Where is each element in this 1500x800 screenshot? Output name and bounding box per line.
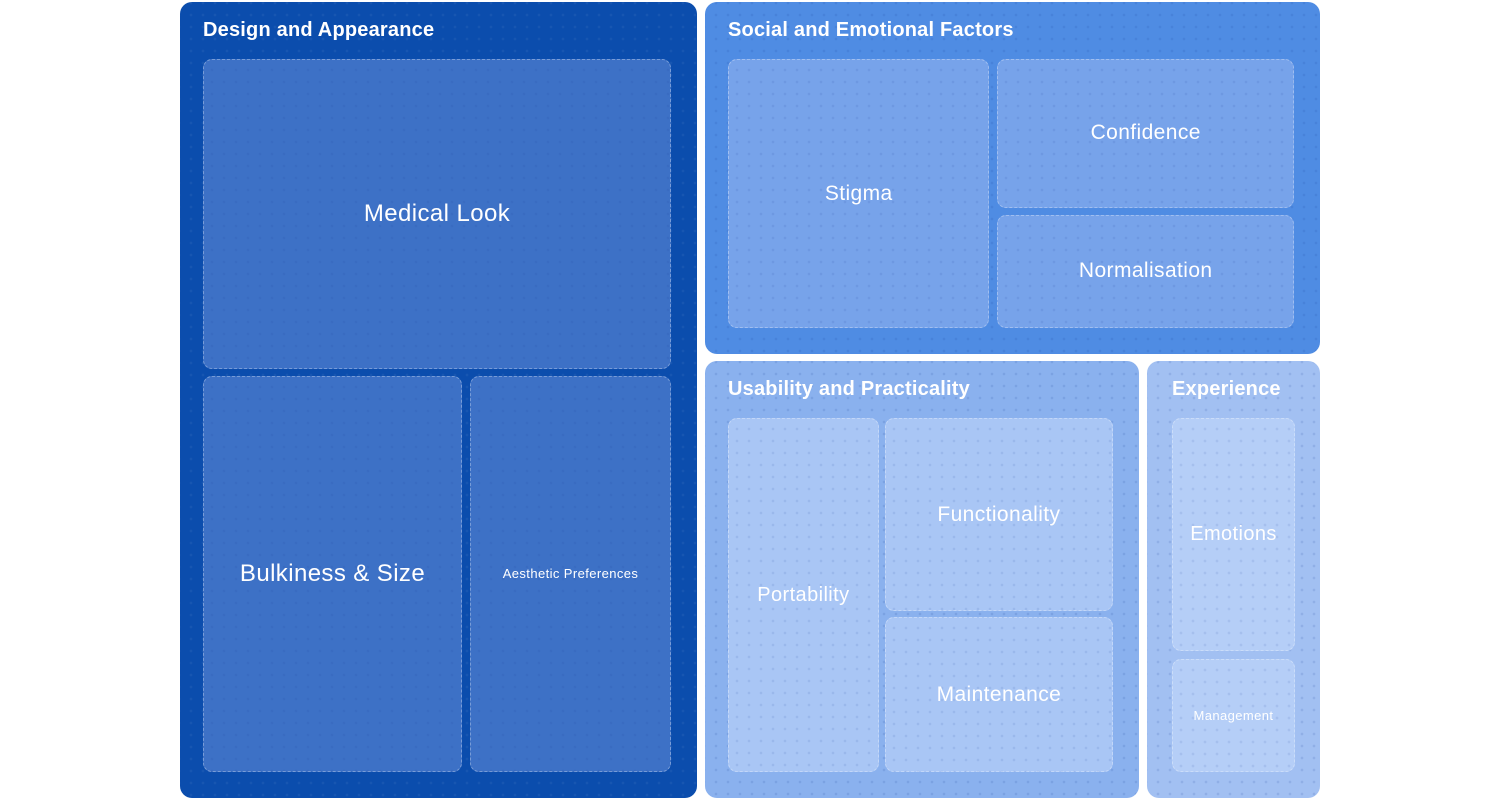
- tile-medical-look[interactable]: Medical Look: [203, 59, 671, 369]
- tile-functionality[interactable]: Functionality: [884, 418, 1113, 612]
- group-content: Medical Look Bulkiness & Size Aesthetic …: [203, 59, 671, 772]
- tile-label: Stigma: [824, 181, 893, 205]
- group-title-usability-and-practicality: Usability and Practicality: [728, 378, 970, 400]
- tile-aesthetic-preferences[interactable]: Aesthetic Preferences: [470, 375, 671, 772]
- tile-maintenance[interactable]: Maintenance: [884, 617, 1113, 772]
- group-content: Portability Functionality Maintenance: [728, 418, 1113, 772]
- treemap-bottom-row: Usability and Practicality Portability F…: [705, 361, 1320, 798]
- group-title-social-and-emotional-factors: Social and Emotional Factors: [728, 19, 1014, 41]
- group-subcolumn: Functionality Maintenance: [884, 418, 1113, 772]
- group-social-and-emotional-factors: Social and Emotional Factors Stigma Conf…: [705, 2, 1320, 354]
- tile-normalisation[interactable]: Normalisation: [997, 214, 1294, 328]
- tile-label: Confidence: [1090, 121, 1201, 145]
- tile-label: Bulkiness & Size: [239, 559, 426, 587]
- tile-label: Normalisation: [1078, 259, 1213, 283]
- group-design-and-appearance: Design and Appearance Medical Look Bulki…: [180, 2, 697, 798]
- group-title-design-and-appearance: Design and Appearance: [203, 19, 435, 41]
- group-subrow: Bulkiness & Size Aesthetic Preferences: [203, 375, 671, 772]
- tile-portability[interactable]: Portability: [728, 418, 879, 772]
- treemap-right-column: Social and Emotional Factors Stigma Conf…: [705, 2, 1320, 798]
- tile-confidence[interactable]: Confidence: [997, 59, 1294, 208]
- tile-label: Management: [1193, 707, 1274, 723]
- tile-management[interactable]: Management: [1172, 658, 1295, 772]
- group-content: Stigma Confidence Normalisation: [728, 59, 1294, 328]
- group-usability-and-practicality: Usability and Practicality Portability F…: [705, 361, 1139, 798]
- group-title-experience: Experience: [1172, 378, 1281, 400]
- tile-bulkiness-and-size[interactable]: Bulkiness & Size: [203, 375, 462, 772]
- treemap: Design and Appearance Medical Look Bulki…: [180, 2, 1320, 798]
- group-subcolumn: Confidence Normalisation: [997, 59, 1294, 328]
- tile-label: Emotions: [1190, 522, 1277, 545]
- tile-label: Medical Look: [363, 199, 511, 227]
- tile-label: Functionality: [937, 502, 1061, 526]
- group-content: Emotions Management: [1172, 418, 1295, 772]
- tile-label: Aesthetic Preferences: [502, 566, 639, 582]
- tile-label: Maintenance: [936, 682, 1062, 706]
- tile-label: Portability: [757, 583, 850, 606]
- tile-stigma[interactable]: Stigma: [728, 59, 990, 328]
- group-experience: Experience Emotions Management: [1147, 361, 1320, 798]
- tile-emotions[interactable]: Emotions: [1172, 418, 1295, 651]
